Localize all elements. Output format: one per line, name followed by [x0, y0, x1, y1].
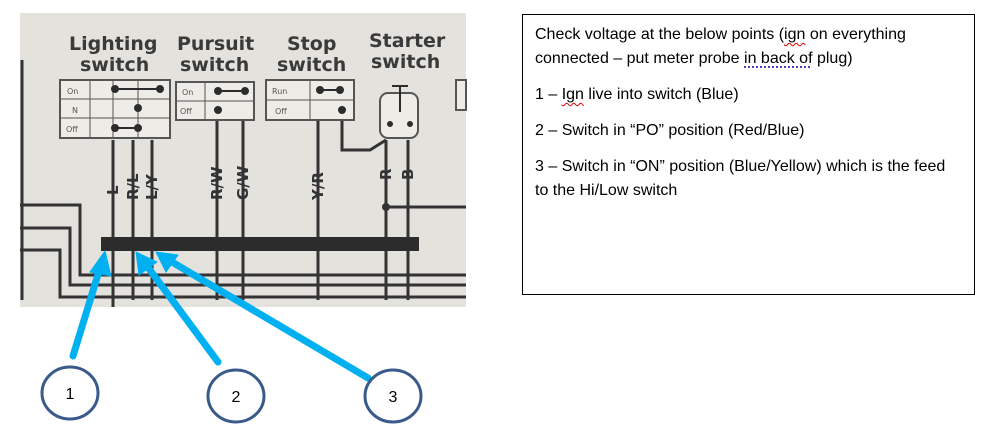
stop-pos-run: Run [272, 87, 287, 96]
arrow-1-head [89, 249, 112, 277]
wiring-diagram: Lighting switch Pursuit switch Stop swit… [20, 13, 467, 424]
intro-paragraph: Check voltage at the below points (ign o… [535, 23, 962, 71]
wire-label-r: R [377, 168, 395, 180]
callout-3: 3 [389, 389, 398, 406]
item-3: 3 – Switch in “ON” position (Blue/Yellow… [535, 158, 946, 199]
arrow-3 [168, 258, 372, 382]
intro-text-2: on everything connected – put meter prob… [535, 26, 906, 67]
instructions-textbox: Check voltage at the below points (ign o… [522, 14, 975, 295]
stop-switch-label: Stop [287, 33, 336, 55]
pos-off: Off [66, 125, 78, 134]
pos-n: N [72, 106, 78, 115]
item-1: 1 – Ign live into switch (Blue) [535, 83, 962, 107]
starter-switch-label-2: switch [371, 51, 440, 73]
starter-switch-label: Starter [369, 30, 446, 52]
callout-2: 2 [232, 389, 241, 406]
wire-label-yr: Y/R [309, 172, 327, 201]
pursuit-switch-label: Pursuit [177, 33, 254, 55]
spelling-flag-ign: ign [784, 26, 806, 43]
callout-circle-3 [363, 368, 423, 424]
wire-label-ly: L/Y [143, 173, 161, 200]
intro-text: Check voltage at the below points ( [535, 26, 785, 43]
wire-label-b: B [399, 169, 417, 180]
pursuit-pos-off: Off [180, 107, 192, 116]
callout-1: 1 [66, 386, 75, 403]
arrow-2-head [135, 251, 158, 276]
lighting-switch-label-2: switch [80, 54, 149, 76]
intro-text-3: plug) [812, 50, 853, 67]
item-1-text: live into switch (Blue) [583, 86, 739, 103]
grammar-flag: in back of [744, 50, 813, 67]
stop-switch-label-2: switch [277, 54, 346, 76]
wire-label-l: L [104, 185, 122, 195]
wire-label-rw: R/W [208, 166, 226, 200]
stop-pos-off: Off [275, 107, 287, 116]
arrow-1 [69, 264, 104, 360]
spelling-flag-ign-2: Ign [561, 86, 584, 103]
pos-on: On [67, 87, 78, 96]
harness-bus-bar [101, 237, 419, 251]
arrow-2 [143, 262, 222, 366]
lighting-switch-label: Lighting [69, 33, 157, 55]
item-2: 2 – Switch in “PO” position (Red/Blue) [535, 122, 805, 139]
callout-circle-1 [40, 365, 100, 421]
wire-label-rl: R/L [124, 173, 142, 200]
item-1-num: 1 – [535, 86, 562, 103]
arrow-3-head [155, 251, 179, 273]
wire-label-gw: G/W [234, 165, 252, 200]
pursuit-switch-label-2: switch [180, 54, 249, 76]
callout-circle-2 [206, 368, 266, 424]
pursuit-pos-on: On [182, 88, 193, 97]
